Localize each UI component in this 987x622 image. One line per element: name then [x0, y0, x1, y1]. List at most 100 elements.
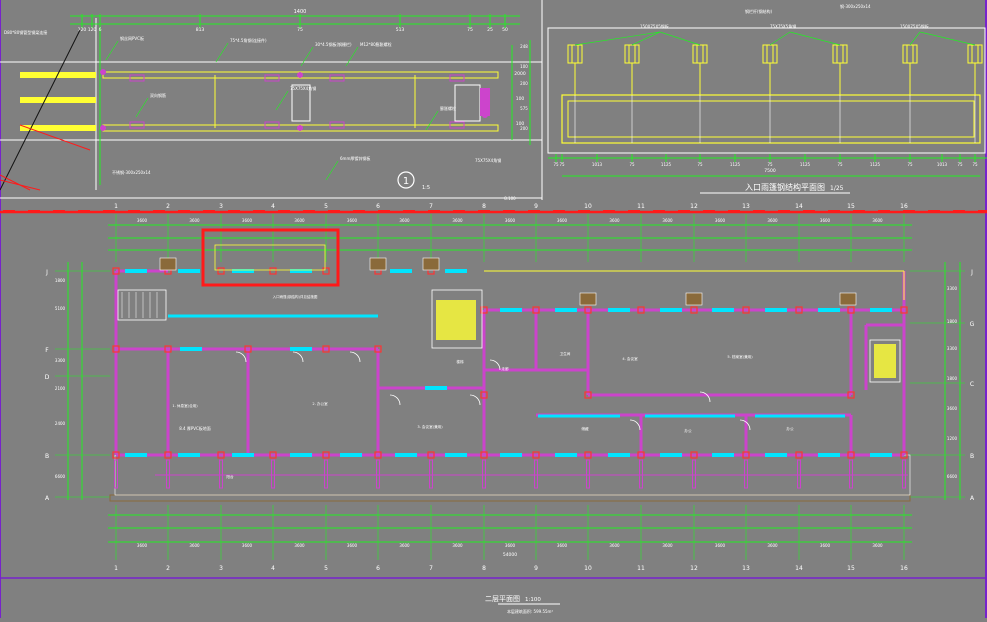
column [742, 306, 750, 314]
red-dash [828, 210, 840, 213]
right-dim-value: 3600 [947, 406, 958, 411]
stair-right [869, 339, 901, 383]
elev-dim-value: 75 [907, 162, 913, 167]
detail-beam-bar [20, 125, 96, 131]
column [322, 345, 330, 353]
red-dash [203, 210, 215, 213]
axis-bubble-top: 2 [166, 203, 170, 210]
column [374, 451, 382, 459]
balcony-pillar [114, 459, 118, 489]
window [712, 308, 734, 312]
plan-span-bottom: 3600 [767, 543, 778, 548]
elev-frame [547, 27, 986, 154]
window [500, 453, 522, 457]
plan-span-top: 3600 [242, 218, 253, 223]
column [637, 306, 645, 314]
plan-title: 二层平面图 [485, 595, 520, 603]
plan-span-top: 3600 [294, 218, 305, 223]
detail-dim-value: 513 [396, 27, 405, 33]
plan-span-bottom: 3600 [347, 543, 358, 548]
column [795, 306, 803, 314]
door-arc [629, 419, 641, 431]
window [870, 308, 892, 312]
balcony-pillar [744, 459, 748, 489]
column [637, 451, 645, 459]
red-dash [878, 210, 890, 213]
elev-column-cap [762, 44, 778, 64]
elev-column-cap [624, 44, 640, 64]
detail-hatch-line [0, 174, 31, 191]
detail-bolt [297, 72, 303, 78]
red-dash [153, 210, 165, 213]
row-axis-left: J [45, 269, 48, 276]
detail-leader [425, 110, 439, 131]
detail-note: 30*4.5钢板(钢栅栏) [315, 41, 352, 47]
column [322, 267, 330, 275]
plan-span-top: 3600 [347, 218, 358, 223]
detail-dim-value: 25 [487, 27, 493, 33]
window [290, 269, 312, 273]
red-dash [653, 210, 665, 213]
column [269, 451, 277, 459]
window [500, 308, 522, 312]
elev-leader [789, 31, 841, 46]
detail-dim-value: 75 [297, 27, 303, 33]
red-dash [3, 210, 15, 213]
column [244, 345, 252, 353]
red-dash [503, 210, 515, 213]
row-axis-right: G [970, 321, 975, 328]
plan-span-top: 3600 [399, 218, 410, 223]
window [818, 308, 840, 312]
detail-note: 75*4.5角钢(连接件) [230, 37, 267, 43]
window [765, 453, 787, 457]
row-axis-left: B [45, 453, 49, 460]
axis-bubble-bottom: 12 [690, 565, 698, 572]
elev-left-dim-value: 200 [520, 126, 528, 131]
red-dash [278, 210, 290, 213]
room-label: 4. 会议室 [622, 356, 638, 361]
window [608, 308, 630, 312]
plan-span-top: 3600 [452, 218, 463, 223]
column [532, 306, 540, 314]
stair-middle-fill [436, 300, 476, 340]
equipment-block [579, 292, 597, 306]
detail-right-dim-value: 100 [516, 121, 525, 127]
right-dim-value: 1800 [947, 376, 958, 381]
plan-span-bottom: 3600 [137, 543, 148, 548]
door-arc [739, 419, 751, 431]
room-label: 阳台 [226, 474, 234, 479]
red-dash [853, 210, 865, 213]
window [180, 347, 202, 351]
door-arc [389, 394, 401, 406]
window [870, 453, 892, 457]
elev-column-cap [692, 44, 708, 64]
elev-yellow-outer [561, 94, 981, 144]
room-label: 储藏 [581, 426, 589, 431]
room-label: 5. 档案室(兼用) [727, 354, 753, 359]
balcony-pillar [324, 459, 328, 489]
axis-bubble-top: 11 [637, 203, 645, 210]
axis-bubble-top: 7 [429, 203, 433, 210]
axis-bubble-bottom: 1 [114, 565, 118, 572]
red-dash [528, 210, 540, 213]
plan-span-top: 3600 [189, 218, 200, 223]
equipment-block [422, 257, 440, 271]
floor-note: 8.4 厚PVC板地面 [179, 425, 211, 431]
column [480, 451, 488, 459]
room-label: 走廊 [501, 366, 509, 371]
column [584, 391, 592, 399]
red-dash [803, 210, 815, 213]
detail-hatch-line [0, 29, 81, 191]
detail-right-dim-value: 2000 [514, 71, 526, 77]
row-axis-right: J [970, 269, 973, 276]
axis-bubble-top: 9 [534, 203, 538, 210]
plan-span-bottom: 3600 [609, 543, 620, 548]
column [532, 451, 540, 459]
detail-leader [105, 40, 119, 61]
red-dash [753, 210, 765, 213]
window [232, 453, 254, 457]
column [164, 451, 172, 459]
